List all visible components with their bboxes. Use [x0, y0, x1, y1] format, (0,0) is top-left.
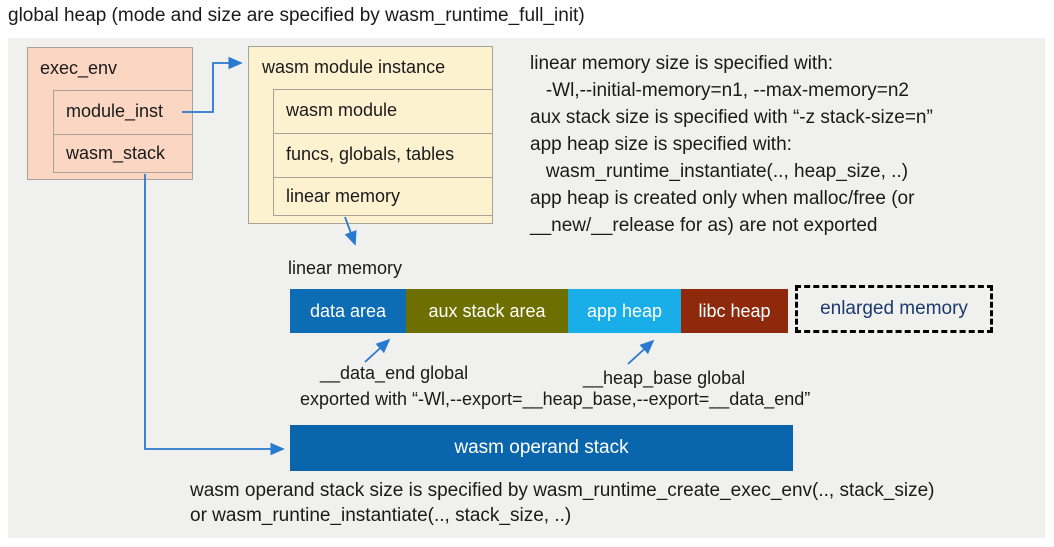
wasm-operand-stack-box: wasm operand stack	[290, 425, 793, 471]
segment-aux-stack-area: aux stack area	[406, 289, 568, 333]
module-instance-row-linear-memory	[273, 177, 493, 216]
footer-notes: wasm operand stack size is specified by …	[190, 478, 935, 528]
diagram-title: global heap (mode and size are specified…	[8, 5, 585, 26]
footer-line: or wasm_runtine_instantiate(.., stack_si…	[190, 505, 572, 526]
linear-memory-row-label: linear memory	[286, 186, 401, 206]
note-line: wasm_runtime_instantiate(.., heap_size, …	[530, 161, 909, 182]
note-line: linear memory size is specified with:	[530, 53, 834, 74]
segment-app-heap: app heap	[568, 289, 681, 333]
wasm-stack-label: wasm_stack	[66, 143, 166, 163]
module-inst-label: module_inst	[66, 101, 164, 121]
footer-line: wasm operand stack size is specified by …	[190, 480, 935, 501]
notes-block: linear memory size is specified with: -W…	[530, 50, 933, 239]
segment-libc-heap: libc heap	[681, 289, 788, 333]
note-line: -Wl,--initial-memory=n1, --max-memory=n2	[530, 80, 909, 101]
exec-env-row-wasm-stack	[53, 134, 193, 173]
note-line: aux stack size is specified with “-z sta…	[530, 107, 933, 128]
segment-data-area: data area	[290, 289, 406, 333]
heap-base-global-label: __heap_base global	[583, 368, 746, 388]
note-line: app heap is created only when malloc/fre…	[530, 188, 915, 209]
exec-env-header: exec_env	[40, 58, 118, 78]
module-instance-header: wasm module instance	[262, 57, 446, 77]
module-instance-row-funcs	[273, 133, 493, 178]
note-line: app heap size is specified with:	[530, 134, 792, 155]
exported-with-label: exported with “-Wl,--export=__heap_base,…	[300, 389, 811, 409]
note-line: __new/__release for as) are not exported	[530, 215, 878, 236]
funcs-globals-tables-label: funcs, globals, tables	[286, 144, 455, 164]
linear-memory-bar-title: linear memory	[288, 258, 403, 278]
data-end-global-label: __data_end global	[320, 363, 469, 383]
wasm-module-label: wasm module	[286, 100, 398, 120]
segment-enlarged-memory: enlarged memory	[795, 285, 993, 333]
